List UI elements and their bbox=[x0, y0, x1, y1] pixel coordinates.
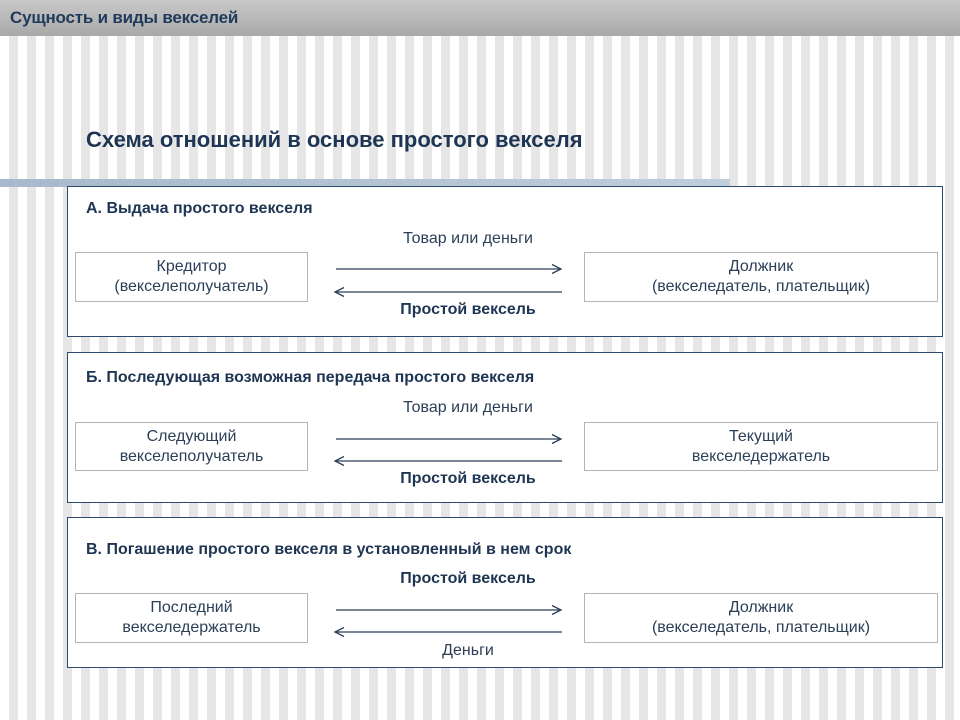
flow-label-bottom: Простой вексель bbox=[400, 301, 536, 318]
node-line: Должник bbox=[728, 258, 794, 275]
panel-transfer: Б. Последующая возможная передача просто… bbox=[67, 352, 943, 503]
node-line: (векселедатель, плательщик) bbox=[651, 619, 871, 636]
node-line: Последний bbox=[150, 599, 233, 616]
panel-heading: В. Погашение простого векселя в установл… bbox=[86, 541, 572, 558]
node-line: Следующий bbox=[146, 427, 237, 445]
flow-label-bottom: Деньги bbox=[442, 642, 494, 659]
node-line: (векселеполучатель) bbox=[114, 278, 269, 295]
arrow-left bbox=[330, 286, 562, 298]
flow-label-top: Товар или деньги bbox=[403, 399, 533, 416]
header-bar: Сущность и виды векселей bbox=[0, 0, 960, 36]
arrow-right bbox=[336, 604, 566, 616]
panel-heading: А. Выдача простого векселя bbox=[86, 200, 313, 217]
node-line: векселедержатель bbox=[122, 619, 261, 636]
node-line: векселедержатель bbox=[691, 447, 831, 465]
node-line: векселеполучатель bbox=[119, 447, 264, 465]
header-title: Сущность и виды векселей bbox=[10, 8, 239, 27]
flow-label-top: Товар или деньги bbox=[403, 230, 533, 247]
flow-label-bottom: Простой вексель bbox=[400, 470, 536, 487]
arrow-right bbox=[336, 263, 566, 275]
panel-heading: Б. Последующая возможная передача просто… bbox=[86, 369, 535, 386]
panel-redemption: В. Погашение простого векселя в установл… bbox=[67, 517, 943, 668]
node-next-holder: Следующий векселеполучатель bbox=[75, 422, 308, 471]
title-underline bbox=[0, 179, 730, 187]
node-last-holder: Последний векселедержатель bbox=[75, 593, 308, 643]
flow-label-top: Простой вексель bbox=[400, 570, 536, 587]
node-debtor: Должник (векселедатель, плательщик) bbox=[584, 593, 938, 643]
panel-issuance: А. Выдача простого векселя Товар или ден… bbox=[67, 186, 943, 337]
node-line: Кредитор bbox=[156, 258, 227, 275]
node-debtor: Должник (векселедатель, плательщик) bbox=[584, 252, 938, 302]
arrow-left bbox=[330, 455, 562, 467]
slide-title: Схема отношений в основе простого вексел… bbox=[86, 127, 583, 152]
arrow-right bbox=[336, 433, 566, 445]
arrow-left bbox=[330, 626, 562, 638]
node-line: (векселедатель, плательщик) bbox=[651, 278, 871, 295]
node-line: Текущий bbox=[729, 427, 793, 445]
node-creditor: Кредитор (векселеполучатель) bbox=[75, 252, 308, 302]
node-line: Должник bbox=[728, 599, 794, 616]
node-current-holder: Текущий векселедержатель bbox=[584, 422, 938, 471]
